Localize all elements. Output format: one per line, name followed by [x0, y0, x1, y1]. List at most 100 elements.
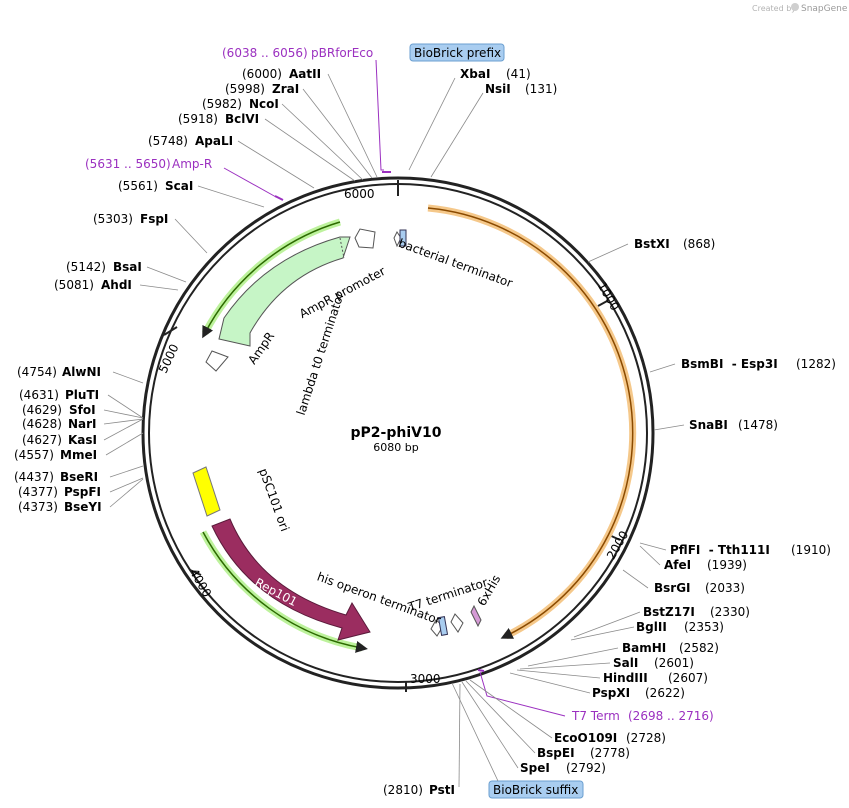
his-tag-icon[interactable] — [470, 604, 482, 628]
site-pflfi[interactable]: PflFI - Tth111I — [670, 543, 770, 557]
primer-ampr-name: Amp-R — [172, 157, 212, 171]
site-apali[interactable]: ApaLI — [195, 134, 233, 148]
site-spei-pos: (2792) — [566, 761, 606, 775]
site-pspfi-pos: (4377) — [18, 485, 58, 499]
site-afei[interactable]: AfeI — [664, 558, 691, 572]
site-nsii[interactable]: NsiI — [485, 82, 511, 96]
site-sali[interactable]: SalI — [613, 656, 638, 670]
primer-pbrforeco-range: (6038 .. 6056) — [222, 46, 308, 60]
site-pspxi[interactable]: PspXI — [592, 686, 630, 700]
site-bsai-pos: (5142) — [66, 260, 106, 274]
site-fspi-pos: (5303) — [93, 212, 133, 226]
site-hindiii-pos: (2607) — [668, 671, 708, 685]
lambda-t0-icon[interactable] — [205, 350, 229, 372]
site-xbai-pos: (41) — [506, 67, 531, 81]
site-bspei-pos: (2778) — [590, 746, 630, 760]
site-snabi-pos: (1478) — [738, 418, 778, 432]
marker-arc-upper — [202, 221, 341, 339]
site-bglii[interactable]: BglII — [636, 620, 667, 634]
site-ecoo109i[interactable]: EcoO109I — [554, 731, 617, 745]
site-xbai[interactable]: XbaI — [460, 67, 490, 81]
primer-pbrforeco-name: pBRforEco — [311, 46, 373, 60]
site-bstxi[interactable]: BstXI — [634, 237, 670, 251]
tick-6000: 6000 — [344, 187, 375, 201]
site-ahdi-pos: (5081) — [54, 278, 94, 292]
site-kasi-pos: (4627) — [22, 433, 62, 447]
leaders-left — [103, 73, 461, 788]
label-bacterial-terminator: bacterial terminator — [397, 236, 515, 290]
site-sfoi-pos: (4629) — [22, 403, 62, 417]
site-nari[interactable]: NarI — [68, 417, 97, 431]
site-aatii-pos: (6000) — [242, 67, 282, 81]
site-snabi[interactable]: SnaBI — [689, 418, 728, 432]
site-spei[interactable]: SpeI — [520, 761, 550, 775]
site-bstxi-pos: (868) — [683, 237, 715, 251]
site-psti[interactable]: PstI — [429, 783, 455, 797]
credit-brand: SnapGene — [801, 4, 848, 14]
site-pflfi-pos: (1910) — [791, 543, 831, 557]
site-bclvi[interactable]: BclVI — [225, 112, 259, 126]
label-psc101-ori: pSC101 ori — [256, 466, 292, 533]
site-bsmbi-pos: (1282) — [796, 357, 836, 371]
primer-t7term-leader — [479, 671, 566, 717]
site-ncoi-pos: (5982) — [202, 97, 242, 111]
site-mmei-pos: (4557) — [14, 448, 54, 462]
ampr-arrow[interactable] — [218, 236, 351, 347]
t7-terminator-2-icon[interactable] — [450, 613, 464, 633]
site-ecoo109i-pos: (2728) — [626, 731, 666, 745]
site-bamhi[interactable]: BamHI — [622, 641, 666, 655]
site-nsii-pos: (131) — [525, 82, 557, 96]
site-kasi[interactable]: KasI — [68, 433, 97, 447]
label-ampr-promoter: AmpR promoter — [297, 264, 388, 321]
site-psti-pos: (2810) — [383, 783, 423, 797]
site-ncoi[interactable]: NcoI — [249, 97, 279, 111]
biobrick-suffix-label: BioBrick suffix — [493, 783, 578, 797]
site-pluti[interactable]: PluTI — [65, 388, 99, 402]
plasmid-size: 6080 bp — [373, 441, 418, 454]
site-bsai[interactable]: BsaI — [113, 260, 142, 274]
biobrick-suffix-badge[interactable] — [488, 780, 584, 799]
site-scai-pos: (5561) — [118, 179, 158, 193]
site-bseri[interactable]: BseRI — [60, 470, 98, 484]
primer-pbrforeco-leader — [375, 59, 384, 171]
site-hindiii[interactable]: HindIII — [603, 671, 648, 685]
site-bsmbi[interactable]: BsmBI - Esp3I — [681, 357, 778, 371]
rep101-arrow[interactable] — [211, 518, 371, 641]
site-sali-pos: (2601) — [654, 656, 694, 670]
site-pluti-pos: (4631) — [19, 388, 59, 402]
site-pspfi[interactable]: PspFI — [64, 485, 101, 499]
primer-ampr-leader — [223, 167, 277, 198]
site-apali-pos: (5748) — [148, 134, 188, 148]
site-bstz17i[interactable]: BstZ17I — [643, 605, 695, 619]
psc101-ori-box[interactable] — [192, 466, 221, 517]
orf-arc — [427, 207, 634, 639]
site-bseyi[interactable]: BseYI — [64, 500, 102, 514]
site-mmei[interactable]: MmeI — [60, 448, 97, 462]
site-scai[interactable]: ScaI — [165, 179, 193, 193]
primer-ampr-range: (5631 .. 5650) — [85, 157, 171, 171]
site-bclvi-pos: (5918) — [178, 112, 218, 126]
site-zrai[interactable]: ZraI — [272, 82, 299, 96]
site-pspxi-pos: (2622) — [645, 686, 685, 700]
site-alwni-pos: (4754) — [17, 365, 57, 379]
sites-right: XbaI (41) NsiI (131) BstXI (868) BsmBI -… — [460, 67, 836, 775]
site-fspi[interactable]: FspI — [140, 212, 168, 226]
site-sfoi[interactable]: SfoI — [69, 403, 96, 417]
site-nari-pos: (4628) — [22, 417, 62, 431]
site-alwni[interactable]: AlwNI — [62, 365, 101, 379]
site-bstz17i-pos: (2330) — [710, 605, 750, 619]
ampr-promoter-icon[interactable] — [354, 228, 376, 249]
ampr-arrow-divider — [339, 237, 345, 259]
primer-t7term-name: T7 Term — [571, 709, 620, 723]
label-t7-terminator: T7 terminator — [406, 575, 490, 614]
t7-terminator-box[interactable] — [437, 616, 449, 636]
site-bsrgi[interactable]: BsrGI — [654, 581, 691, 595]
site-bglii-pos: (2353) — [684, 620, 724, 634]
site-aatii[interactable]: AatII — [289, 67, 321, 81]
site-ahdi[interactable]: AhdI — [101, 278, 132, 292]
biobrick-prefix-badge[interactable] — [409, 43, 505, 62]
site-bspei[interactable]: BspEI — [537, 746, 575, 760]
primer-t7term-range: (2698 .. 2716) — [628, 709, 714, 723]
bacterial-terminator-box[interactable] — [399, 229, 407, 247]
